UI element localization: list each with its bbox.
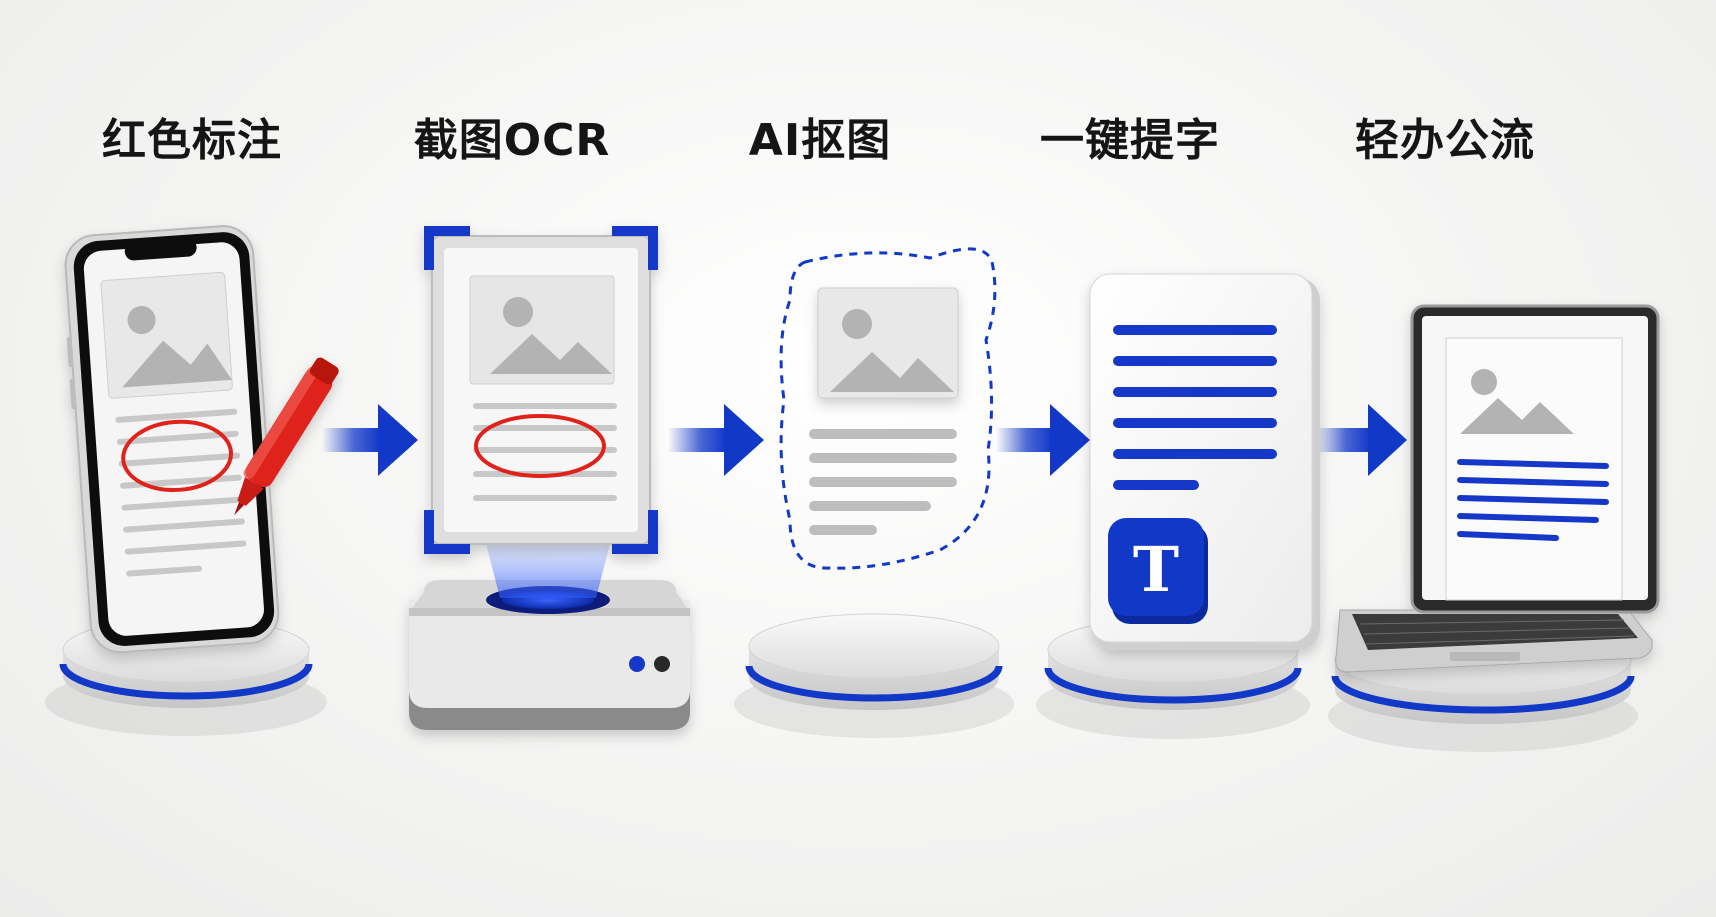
arrow-3-to-4 <box>996 404 1090 476</box>
ai-cutout-document-icon <box>779 247 997 570</box>
laptop-workflow-icon <box>1335 304 1660 673</box>
step-title-ai-cutout: AI抠图 <box>748 115 892 166</box>
arrow-1-to-2 <box>322 404 418 476</box>
phone-with-red-marker-icon <box>64 225 339 654</box>
step-title-light-office-flow: 轻办公流 <box>1355 115 1535 166</box>
arrow-4-to-5 <box>1316 404 1407 476</box>
text-badge-letter: T <box>1133 533 1179 606</box>
step-title-screenshot-ocr: 截图OCR <box>413 115 611 166</box>
pedestal-3 <box>734 613 1014 738</box>
arrow-2-to-3 <box>668 404 764 476</box>
screenshot-scanner-icon <box>409 226 690 730</box>
text-badge-icon: T <box>1108 518 1208 624</box>
step-title-one-click-extract: 一键提字 <box>1040 115 1220 166</box>
step-title-red-annotation: 红色标注 <box>102 115 282 166</box>
